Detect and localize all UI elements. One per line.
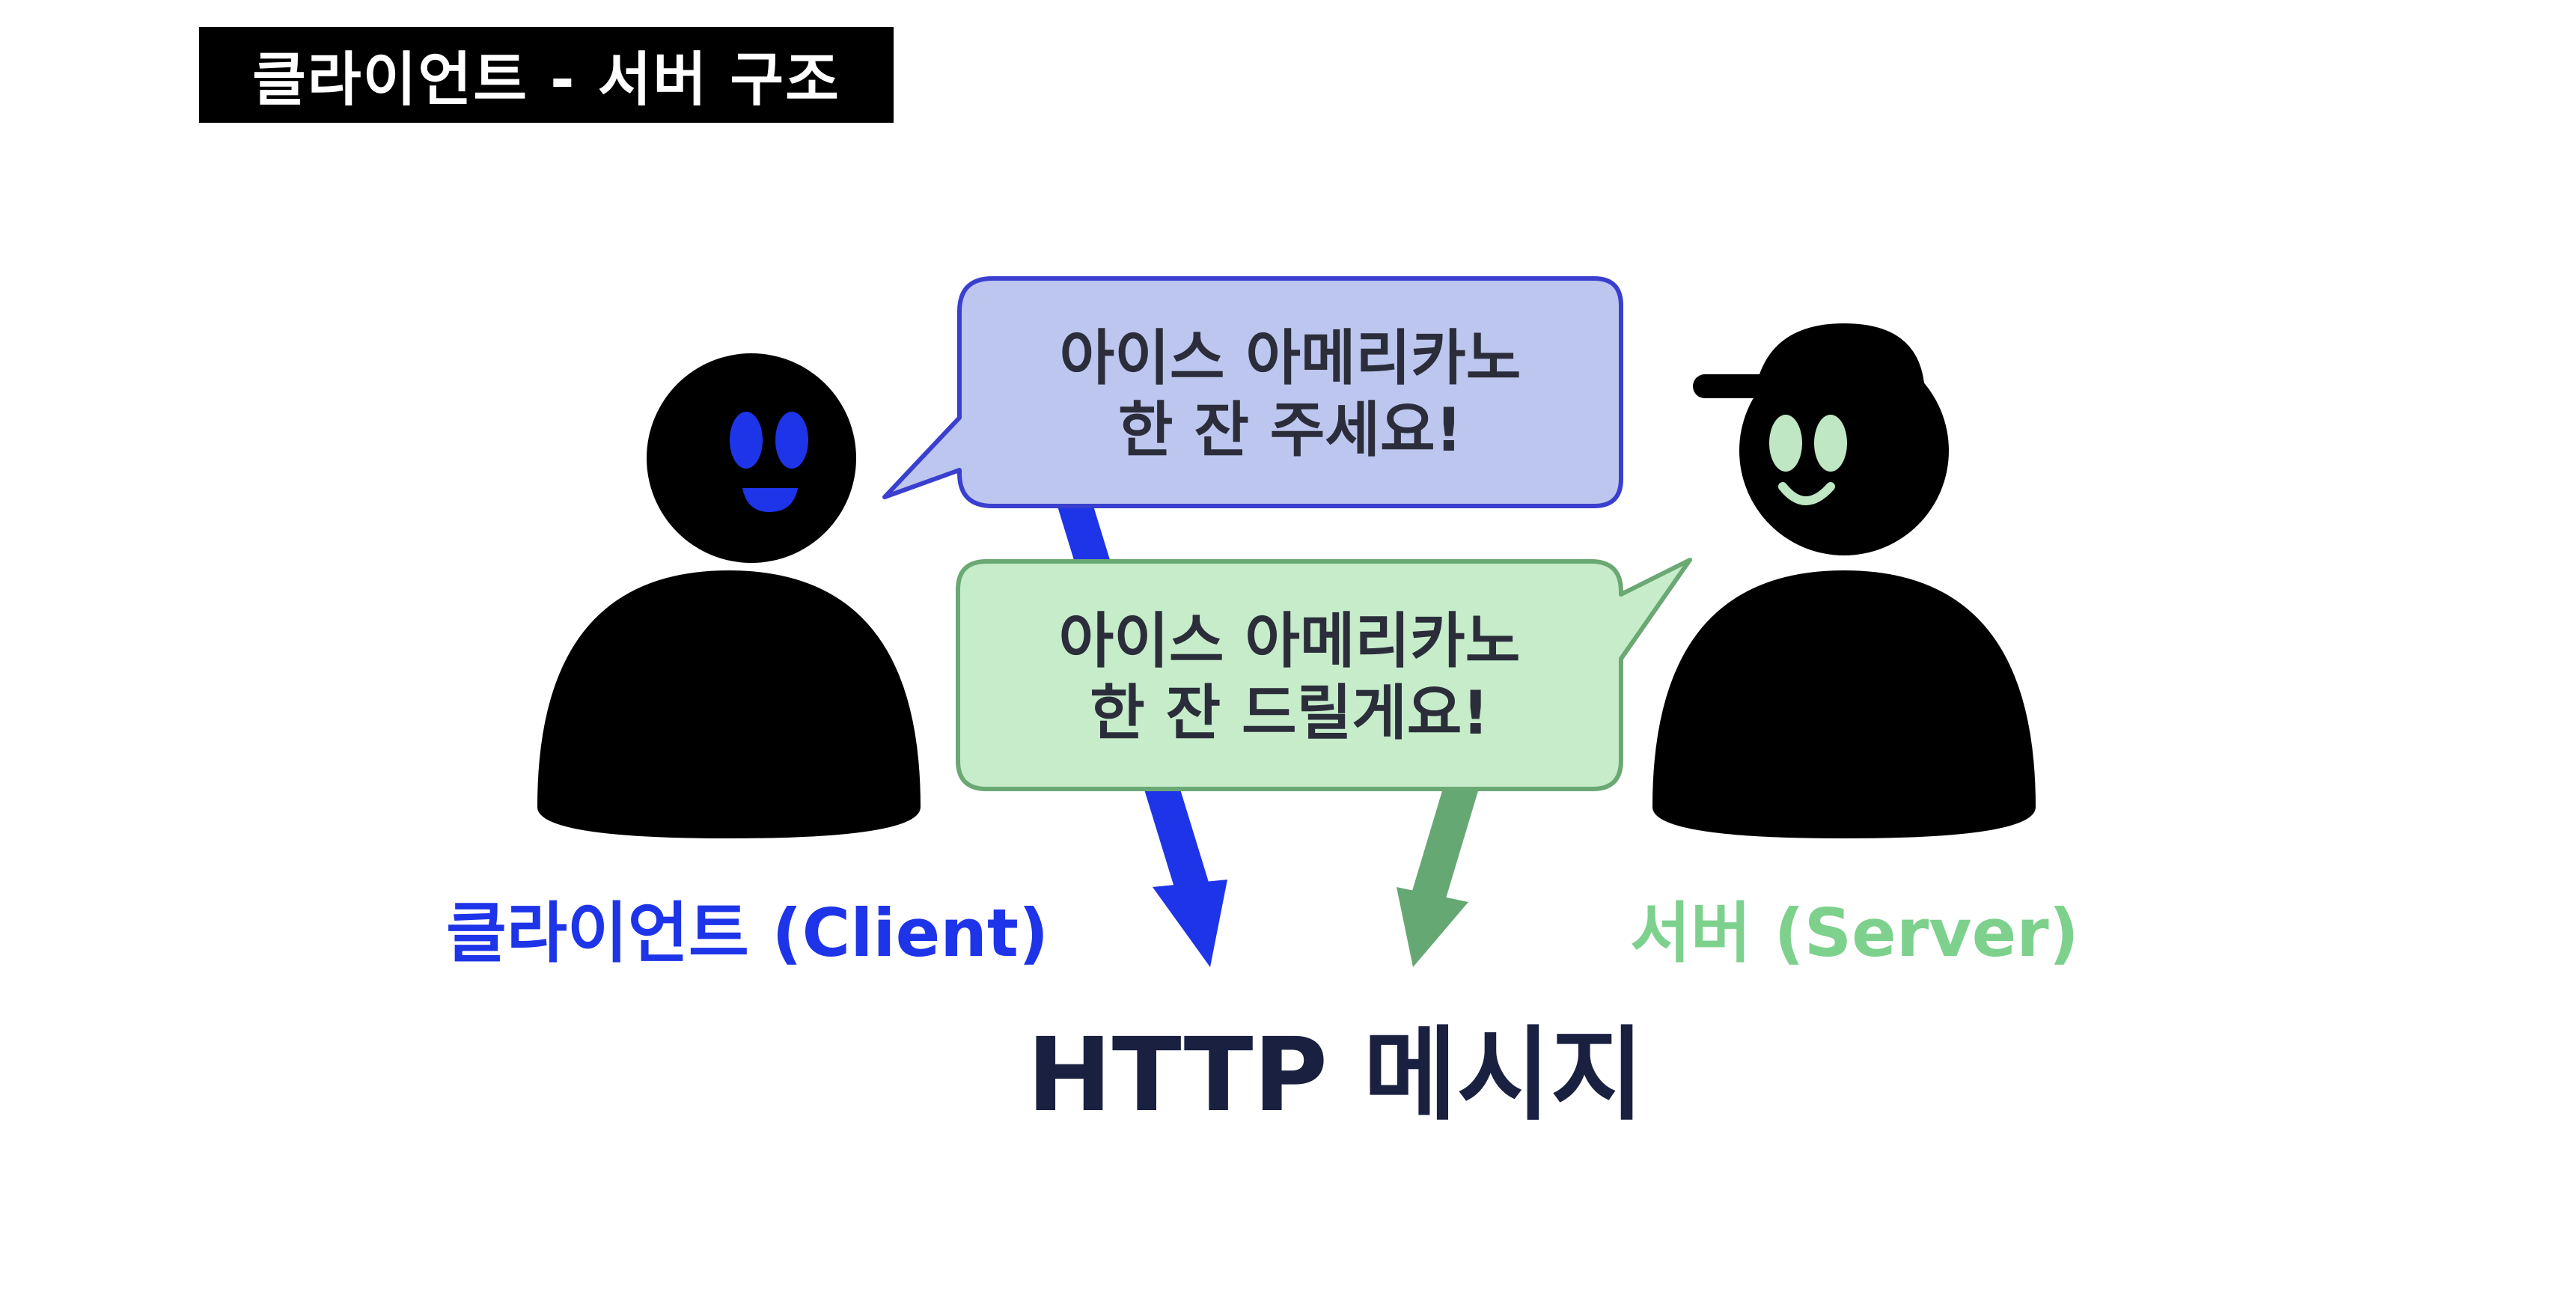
title-banner: 클라이언트 - 서버 구조 <box>199 27 894 123</box>
response-arrow <box>1397 773 1481 967</box>
page-title: 클라이언트 - 서버 구조 <box>252 46 840 114</box>
client-left-eye <box>730 412 763 469</box>
client-body <box>537 570 921 838</box>
response-bubble-text: 아이스 아메리카노 한 잔 드릴게요! <box>958 569 1621 786</box>
server-cap-brim <box>1693 374 1805 398</box>
request-line-2: 한 잔 주세요! <box>1117 395 1463 465</box>
client-mouth <box>742 488 798 512</box>
server-body <box>1652 570 2036 838</box>
request-line-1: 아이스 아메리카노 <box>1059 323 1522 393</box>
client-label: 클라이언트 (Client) <box>446 895 1049 972</box>
client-right-eye <box>775 412 808 469</box>
server-smile <box>1778 482 1835 505</box>
server-figure <box>1652 323 2036 838</box>
http-message-label: HTTP 메시지 <box>1027 1017 1644 1135</box>
client-figure <box>537 353 921 838</box>
request-bubble-text: 아이스 아메리카노 한 잔 주세요! <box>959 286 1621 503</box>
response-bubble <box>956 558 1692 791</box>
response-line-2: 한 잔 드릴게요! <box>1090 678 1489 748</box>
request-bubble <box>882 276 1623 508</box>
response-line-1: 아이스 아메리카노 <box>1058 606 1521 676</box>
server-left-eye <box>1769 415 1802 472</box>
server-cap <box>1753 323 1925 419</box>
server-label: 서버 (Server) <box>1630 895 2079 972</box>
server-right-eye <box>1814 415 1847 472</box>
